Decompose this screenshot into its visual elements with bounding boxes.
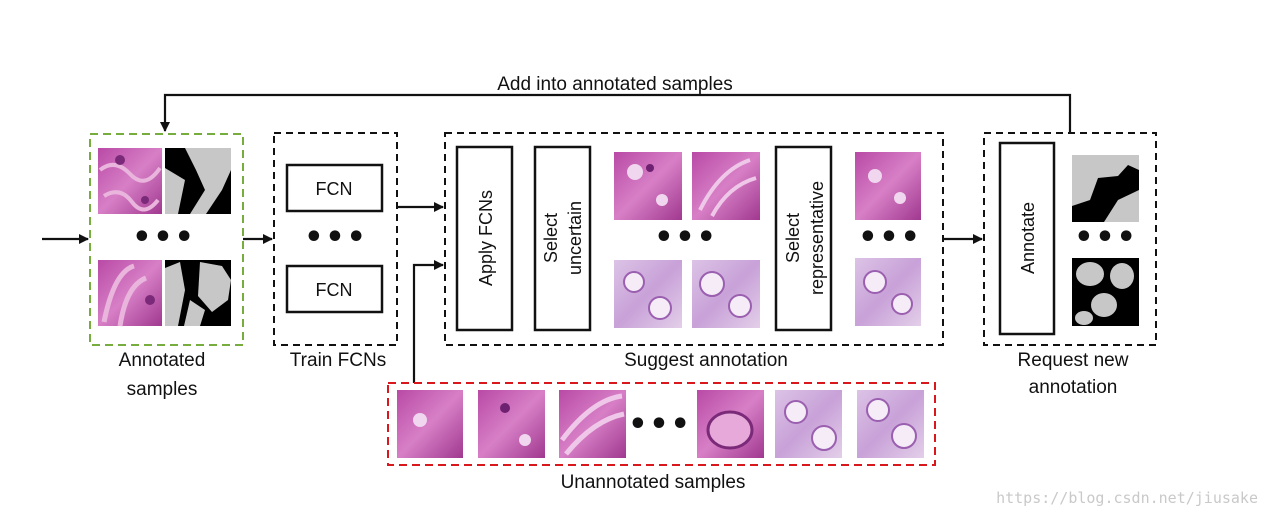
unannotated-image-6 (857, 390, 924, 458)
request-annotation-box (983, 132, 1157, 346)
unannotated-image-4 (697, 390, 764, 458)
suggest-annotation-label: Suggest annotation (624, 350, 788, 371)
select-representative-box (774, 145, 833, 332)
annotated-image-top (98, 148, 162, 214)
annotated-mask-top (165, 148, 231, 214)
apply-fcns-label: Apply FCNs (476, 190, 496, 286)
fcn-label-bottom: FCN (316, 280, 353, 300)
unannotated-image-5 (775, 390, 842, 458)
fcn-box-bottom (285, 264, 384, 314)
unannotated-image-2 (478, 390, 545, 458)
annotated-ellipsis: ••• (132, 220, 196, 255)
unannotated-label: Unannotated samples (561, 472, 746, 493)
fcn-ellipsis: ••• (304, 220, 368, 255)
annotated-mask-bottom (165, 260, 231, 326)
apply-fcns-box (455, 145, 514, 332)
unannotated-image-1 (397, 390, 463, 458)
uncertain-image-4 (692, 260, 760, 328)
unannotated-ellipsis: ••• (628, 407, 692, 442)
uncertain-ellipsis: ••• (654, 220, 718, 255)
select-representative-label-2: representative (807, 181, 827, 295)
request-ellipsis: ••• (1074, 220, 1138, 255)
annotated-label-line1: Annotated (119, 350, 206, 371)
watermark: https://blog.csdn.net/jiusake (996, 489, 1258, 507)
select-uncertain-label-1: Select (541, 213, 561, 263)
unannotated-to-suggest-arrow (412, 260, 444, 383)
unannotated-image-3 (559, 390, 626, 458)
fcn-label-top: FCN (316, 179, 353, 199)
uncertain-image-2 (692, 152, 760, 220)
representative-image-1 (855, 152, 921, 220)
feedback-label: Add into annotated samples (497, 74, 733, 95)
fcn-box-top (285, 163, 384, 213)
new-mask-top (1072, 155, 1139, 222)
representative-ellipsis: ••• (858, 220, 922, 255)
unannotated-samples-box (387, 382, 936, 466)
annotate-label: Annotate (1018, 202, 1038, 274)
annotate-box (998, 141, 1056, 336)
train-fcns-box (273, 132, 398, 346)
feedback-arrow (160, 93, 1072, 132)
uncertain-image-1 (614, 152, 682, 220)
uncertain-image-3 (614, 260, 682, 328)
annotated-label-line2: samples (127, 379, 198, 400)
new-mask-bottom (1072, 258, 1139, 326)
select-uncertain-label-2: uncertain (565, 201, 585, 275)
annotated-image-bottom (98, 260, 162, 327)
select-representative-label-1: Select (783, 213, 803, 263)
train-fcns-label: Train FCNs (290, 350, 386, 371)
representative-image-2 (855, 258, 921, 326)
select-uncertain-box (533, 145, 592, 332)
request-label-line1: Request new (1018, 350, 1129, 371)
request-label-line2: annotation (1029, 377, 1118, 398)
